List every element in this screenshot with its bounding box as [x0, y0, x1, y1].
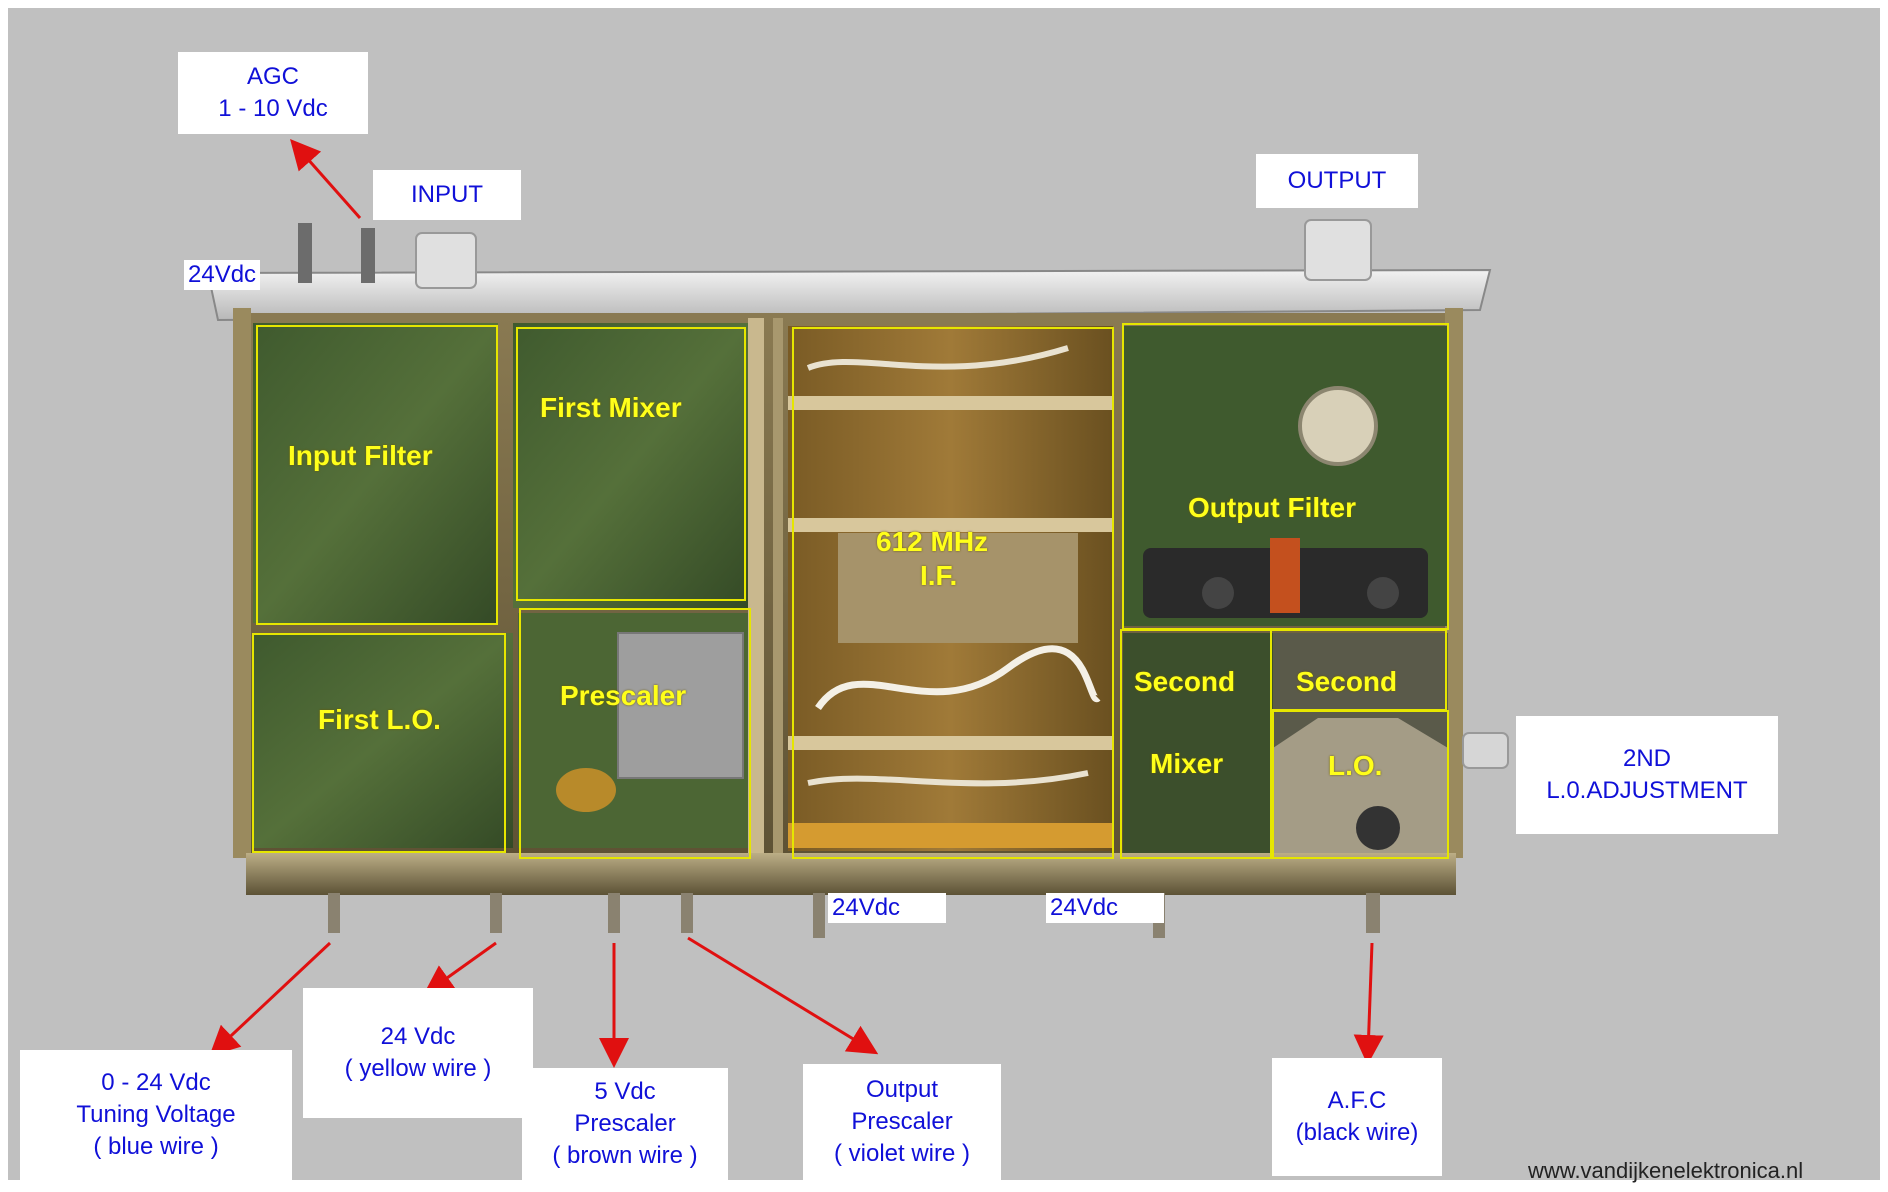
- label-output: OUTPUT: [1256, 154, 1418, 208]
- section-second-mixer-line2: Mixer: [1150, 748, 1224, 779]
- label-violet-line2: Prescaler: [851, 1108, 953, 1135]
- section-second-mixer-line1: Second: [1134, 666, 1236, 697]
- label-brown-wire: 5 Vdc Prescaler ( brown wire ): [522, 1068, 728, 1180]
- section-second-lo-line2: L.O.: [1328, 750, 1383, 781]
- arrow-tuning: [209, 941, 332, 1057]
- label-adjust-line1: 2ND: [1622, 745, 1671, 772]
- section-first-lo: First L.O.: [318, 704, 441, 735]
- diagram-canvas: AGC 1 - 10 Vdc INPUT OUTPUT 24Vdc 24Vdc …: [8, 8, 1880, 1183]
- label-afc-line1: A.F.C: [1327, 1087, 1387, 1114]
- section-if-line2: I.F.: [920, 560, 958, 591]
- arrow-agc: [290, 139, 362, 219]
- section-if-line1: 612 MHz: [876, 526, 989, 557]
- label-tuning-line3: ( blue wire ): [93, 1133, 219, 1160]
- label-yellow-line1: 24 Vdc: [380, 1023, 456, 1050]
- section-output-filter: Output Filter: [1188, 492, 1356, 523]
- label-yellow-line2: ( yellow wire ): [344, 1055, 492, 1082]
- arrow-afc: [1353, 942, 1384, 1065]
- label-tuning-line1: 0 - 24 Vdc: [101, 1069, 211, 1096]
- label-agc: AGC 1 - 10 Vdc: [178, 52, 368, 134]
- label-tuning-voltage: 0 - 24 Vdc Tuning Voltage ( blue wire ): [20, 1050, 292, 1180]
- label-adjust-line2: L.0.ADJUSTMENT: [1546, 777, 1748, 804]
- section-second-lo-line1: Second: [1296, 666, 1398, 697]
- label-brown-line3: ( brown wire ): [552, 1142, 698, 1169]
- label-agc-line1: AGC: [246, 63, 299, 90]
- tuner-chassis: [206, 219, 1509, 938]
- label-adjustment: 2ND L.0.ADJUSTMENT: [1516, 716, 1778, 834]
- label-afc-line2: (black wire): [1295, 1119, 1419, 1146]
- arrows: [209, 139, 1384, 1068]
- label-24vdc-bottom-right: 24Vdc: [1046, 893, 1164, 923]
- label-24vdc-bottom-left: 24Vdc: [828, 893, 946, 923]
- label-input: INPUT: [373, 170, 521, 220]
- label-violet-line1: Output: [865, 1076, 939, 1103]
- label-brown-line1: 5 Vdc: [594, 1078, 656, 1105]
- footer-url: www.vandijkenelektronica.nl: [1528, 1158, 1804, 1183]
- section-outlines: [252, 323, 1449, 859]
- arrow-yellow: [423, 941, 497, 995]
- label-brown-line2: Prescaler: [574, 1110, 676, 1137]
- section-input-filter: Input Filter: [288, 440, 433, 471]
- label-input-text: INPUT: [411, 181, 483, 208]
- label-afc: A.F.C (black wire): [1272, 1058, 1442, 1176]
- arrow-violet: [687, 936, 879, 1055]
- label-violet-wire: Output Prescaler ( violet wire ): [803, 1064, 1001, 1180]
- label-tuning-line2: Tuning Voltage: [76, 1101, 236, 1128]
- label-output-text: OUTPUT: [1287, 167, 1387, 194]
- section-first-mixer: First Mixer: [540, 392, 682, 423]
- label-24vdc-top: 24Vdc: [184, 260, 261, 290]
- label-agc-line2: 1 - 10 Vdc: [218, 95, 328, 122]
- label-violet-line3: ( violet wire ): [833, 1140, 971, 1167]
- section-prescaler: Prescaler: [560, 680, 687, 711]
- label-yellow-wire: 24 Vdc ( yellow wire ): [303, 988, 533, 1118]
- tuner-photo: [206, 139, 1509, 1068]
